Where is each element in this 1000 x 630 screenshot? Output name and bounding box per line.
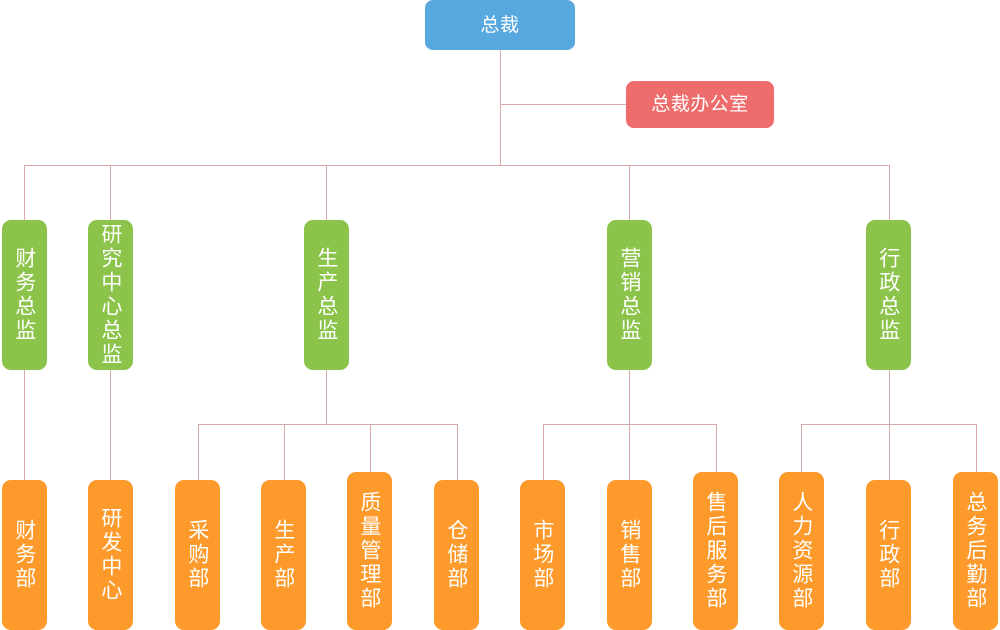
- connector-ceo-stem: [500, 50, 501, 165]
- node-dept-finance-label: 财务部: [12, 519, 37, 591]
- connector-drop-director-0: [24, 165, 25, 220]
- node-dept-finance[interactable]: 财务部: [2, 480, 47, 630]
- node-dept-production-label: 生产部: [271, 519, 296, 591]
- node-dept-hr[interactable]: 人力资源部: [779, 472, 824, 630]
- connector-drop-director-2: [326, 165, 327, 220]
- node-dept-sales[interactable]: 销售部: [607, 480, 652, 630]
- connector-drop-dept-general-affairs: [976, 424, 977, 472]
- node-dept-procurement[interactable]: 采购部: [175, 480, 220, 630]
- node-dept-quality-label: 质量管理部: [357, 491, 382, 611]
- connector-drop-dept-quality: [370, 424, 371, 472]
- node-dept-hr-label: 人力资源部: [789, 491, 814, 611]
- connector-drop-dept-hr: [801, 424, 802, 472]
- connector-ceo-to-office: [500, 104, 626, 105]
- node-dept-market[interactable]: 市场部: [520, 480, 565, 630]
- node-director-finance-label: 财务总监: [12, 247, 37, 343]
- node-president-office-label: 总裁办公室: [651, 93, 749, 116]
- node-ceo-label: 总裁: [480, 13, 520, 36]
- connector-drop-director-4: [889, 165, 890, 220]
- connector-drop-dept-market: [543, 424, 544, 480]
- node-dept-rnd-center-label: 研发中心: [98, 507, 123, 603]
- node-dept-rnd-center[interactable]: 研发中心: [88, 480, 133, 630]
- node-dept-after-sales[interactable]: 售后服务部: [693, 472, 738, 630]
- connector-drop-dept-warehouse: [457, 424, 458, 480]
- node-director-production[interactable]: 生产总监: [304, 220, 349, 370]
- node-director-admin-label: 行政总监: [876, 247, 901, 343]
- connector-drop-dept-admin: [889, 424, 890, 480]
- node-dept-admin[interactable]: 行政部: [866, 480, 911, 630]
- node-director-production-label: 生产总监: [314, 247, 339, 343]
- node-dept-warehouse[interactable]: 仓储部: [434, 480, 479, 630]
- connector-production-stem: [326, 370, 327, 425]
- node-dept-production[interactable]: 生产部: [261, 480, 306, 630]
- node-dept-admin-label: 行政部: [876, 519, 901, 591]
- node-dept-quality[interactable]: 质量管理部: [347, 472, 392, 630]
- connector-main-bus: [24, 165, 890, 166]
- node-dept-after-sales-label: 售后服务部: [703, 491, 728, 611]
- connector-drop-dept-sales: [629, 424, 630, 480]
- connector-research-to-dept: [110, 370, 111, 480]
- node-dept-general-affairs[interactable]: 总务后勤部: [953, 472, 998, 630]
- node-director-admin[interactable]: 行政总监: [866, 220, 911, 370]
- node-ceo[interactable]: 总裁: [425, 0, 575, 50]
- connector-drop-dept-aftersales: [716, 424, 717, 472]
- node-dept-general-affairs-label: 总务后勤部: [963, 491, 988, 611]
- connector-admin-bus: [801, 424, 976, 425]
- node-dept-procurement-label: 采购部: [185, 519, 210, 591]
- connector-drop-director-3: [629, 165, 630, 220]
- node-president-office[interactable]: 总裁办公室: [626, 81, 774, 128]
- node-director-research[interactable]: 研究中心总监: [88, 220, 133, 370]
- connector-marketing-stem: [629, 370, 630, 425]
- node-director-marketing[interactable]: 营销总监: [607, 220, 652, 370]
- connector-drop-director-1: [110, 165, 111, 220]
- node-dept-market-label: 市场部: [530, 519, 555, 591]
- node-director-finance[interactable]: 财务总监: [2, 220, 47, 370]
- node-director-marketing-label: 营销总监: [617, 247, 642, 343]
- connector-admin-stem: [889, 370, 890, 425]
- node-director-research-label: 研究中心总监: [98, 223, 123, 367]
- connector-finance-to-dept: [24, 370, 25, 480]
- node-dept-warehouse-label: 仓储部: [444, 519, 469, 591]
- connector-drop-dept-procurement: [198, 424, 199, 480]
- connector-production-bus: [198, 424, 458, 425]
- node-dept-sales-label: 销售部: [617, 519, 642, 591]
- connector-drop-dept-production: [284, 424, 285, 480]
